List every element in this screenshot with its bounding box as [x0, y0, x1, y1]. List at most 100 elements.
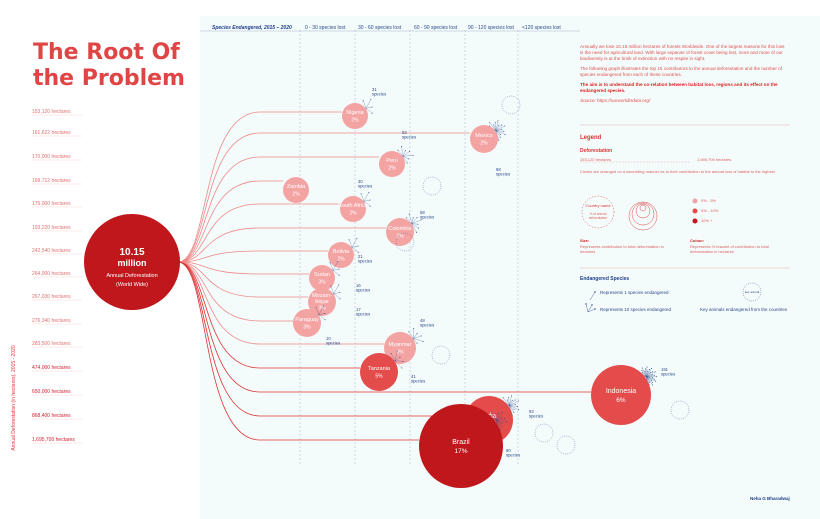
center-unit: million — [118, 258, 147, 268]
species-ray — [395, 360, 402, 369]
connector-line — [177, 261, 384, 345]
bubble-circle — [419, 404, 503, 488]
species-ray — [402, 151, 410, 157]
bubble-country-label: Nigeria — [346, 110, 364, 116]
species-ray — [408, 331, 414, 339]
species-count-label: 48 — [420, 318, 425, 323]
species-ray — [491, 412, 497, 421]
bubble-country-label: Paraguay — [295, 317, 319, 323]
species-dot — [356, 237, 358, 239]
species-ray — [362, 100, 367, 109]
species-dot — [399, 356, 401, 358]
species-ray — [496, 420, 503, 427]
description-panel: Annually we lose 10.15 million hectares … — [580, 44, 785, 108]
species-dot — [339, 298, 341, 300]
species-ray — [315, 307, 320, 315]
species-dot — [651, 381, 653, 383]
center-line-1: Annual Deforestation — [106, 273, 157, 279]
country-bubbles: Nigeria2%31speciesMexico2%98speciesPeru2… — [283, 87, 690, 488]
species-dot — [405, 217, 407, 219]
hectare-label: 474,000 hectares — [32, 365, 71, 371]
species-dot — [418, 227, 420, 229]
description-source: Source: https://ourworldindata.org/ — [580, 98, 651, 103]
species-dot — [400, 145, 402, 147]
species-ray — [411, 223, 419, 229]
species-dot — [397, 149, 399, 151]
species-ray — [509, 405, 514, 413]
hectare-label: 276,340 hectares — [32, 318, 71, 324]
bubble-country-label: Sudan — [314, 272, 330, 278]
species-ray — [401, 146, 404, 157]
bubble-percent-label: 2% — [388, 166, 396, 172]
bubble-country-label: Mozam- — [312, 293, 332, 299]
key-animal-circle — [501, 95, 521, 115]
species-ray — [489, 122, 496, 131]
species-ray — [646, 371, 648, 378]
species-ray — [348, 239, 353, 248]
legend-colour-swatch-3 — [692, 218, 698, 224]
legend-size-text: Represents contribution to total defores… — [580, 244, 664, 254]
species-dot — [357, 251, 359, 253]
center-line-2: (World Wide) — [116, 282, 148, 288]
species-count-label: species — [506, 453, 520, 458]
species-dot — [499, 136, 501, 138]
species-ray — [645, 369, 647, 378]
bubble-circle — [293, 309, 321, 337]
species-dot — [501, 426, 503, 428]
species-dot — [649, 371, 651, 373]
species-dot — [422, 340, 424, 342]
bubble-country-label: Myanmar — [389, 342, 412, 348]
species-ray — [495, 130, 506, 135]
species-ray — [318, 314, 326, 320]
species-ray — [409, 213, 413, 224]
species-dot — [408, 331, 410, 333]
legend-size-circle-4 — [628, 201, 658, 231]
hectare-label: 283,500 hectares — [32, 341, 71, 347]
species-dot — [401, 367, 403, 369]
species-ray — [509, 399, 516, 406]
species-dot — [324, 312, 326, 314]
legend-colour-bin-1: 0% - 5% — [701, 198, 717, 203]
species-dot — [501, 416, 503, 418]
species-dot — [644, 370, 646, 372]
species-ray — [365, 108, 373, 114]
species-dot — [412, 217, 414, 219]
species-ray — [495, 120, 499, 131]
species-ray — [642, 367, 647, 378]
column-gridlines — [32, 30, 580, 465]
species-dot — [497, 412, 499, 414]
species-dot — [501, 411, 503, 413]
species-dot — [651, 367, 653, 369]
bubble-percent-label: 2% — [480, 141, 488, 147]
species-ray — [503, 397, 510, 406]
legend-country-name: Country name — [585, 203, 611, 208]
species-ray — [395, 360, 404, 362]
species-ray — [495, 130, 501, 135]
species-dot — [648, 369, 650, 371]
bubble-percent-label: 5% — [375, 374, 383, 380]
species-dot — [650, 379, 652, 381]
species-ray — [318, 313, 325, 315]
bubble-country-label: Brazil — [452, 439, 470, 446]
species-ray — [333, 292, 340, 294]
species-dot — [500, 133, 502, 135]
species-count-label: 191 — [661, 367, 669, 372]
species-ray — [413, 338, 424, 342]
species-dot — [416, 342, 418, 344]
species-ray — [646, 371, 653, 378]
species-ray — [411, 217, 418, 224]
species-ray — [495, 124, 502, 131]
species-count-label: species — [529, 414, 543, 419]
species-dot — [652, 371, 654, 373]
bubble-percent-label: 3% — [396, 350, 404, 356]
species-ray — [646, 376, 650, 385]
bubble-circle — [283, 177, 309, 203]
species-dot — [338, 284, 340, 286]
species-dot — [655, 375, 657, 377]
species-ray — [495, 129, 502, 131]
species-ray — [363, 192, 369, 202]
species-ray — [646, 376, 652, 381]
